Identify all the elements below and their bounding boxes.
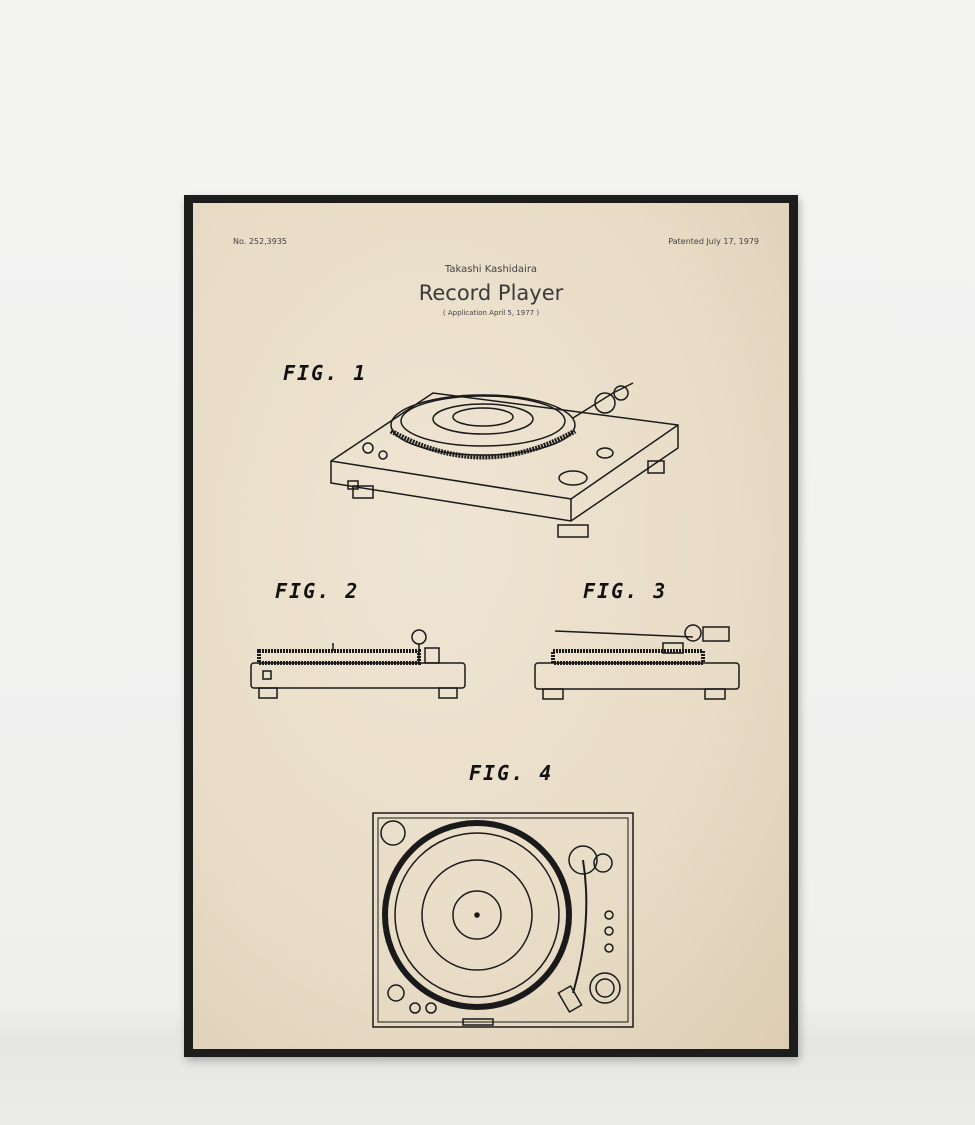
fig-2-drawing xyxy=(250,629,466,699)
inventor-name: Takashi Kashidaira xyxy=(444,264,538,275)
fig-2-label: FIG. 2 xyxy=(275,579,360,603)
fig-1-drawing xyxy=(330,382,679,538)
patent-poster: No. 252,3935 Patented July 17, 1979 Taka… xyxy=(193,203,789,1049)
poster-title: Record Player xyxy=(418,281,564,305)
fig-3-label: FIG. 3 xyxy=(583,579,668,603)
application-date: ( Application April 5, 1977 ) xyxy=(442,309,540,317)
fig-1-label: FIG. 1 xyxy=(283,361,368,385)
patent-date: Patented July 17, 1979 xyxy=(668,237,759,246)
poster-frame: No. 252,3935 Patented July 17, 1979 Taka… xyxy=(184,195,798,1057)
fig-4-label: FIG. 4 xyxy=(469,761,554,785)
fig-4-drawing xyxy=(372,812,634,1028)
turntable-drawings xyxy=(250,382,740,1028)
patent-number: No. 252,3935 xyxy=(233,237,287,246)
fig-3-drawing xyxy=(534,624,740,700)
